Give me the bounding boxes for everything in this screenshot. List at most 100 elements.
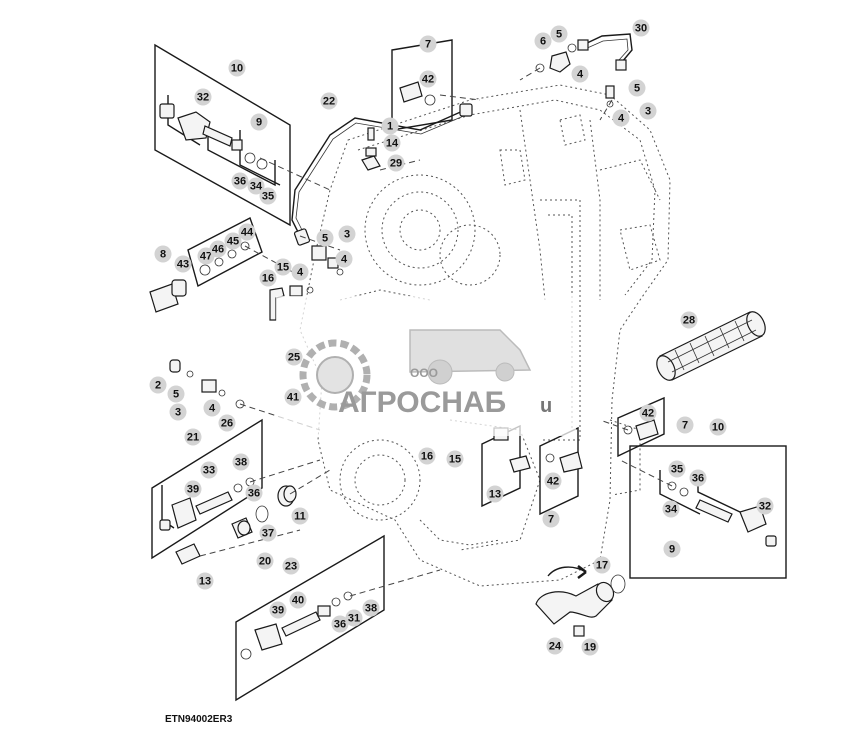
callout-3: 3 — [338, 225, 356, 243]
callout-label: 31 — [348, 613, 360, 625]
parts-11-37-20-13 — [175, 485, 297, 565]
callout-bubble — [232, 453, 250, 471]
callout-4: 4 — [612, 109, 630, 127]
callout-bubble — [709, 418, 727, 436]
callout-bubble — [285, 348, 303, 366]
callout-35: 35 — [259, 187, 277, 205]
callout-4: 4 — [571, 65, 589, 83]
callout-bubble — [345, 609, 363, 627]
callout-bubble — [331, 615, 349, 633]
callout-16: 16 — [259, 269, 277, 287]
callout-bubble — [680, 311, 698, 329]
callout-label: 36 — [234, 176, 246, 188]
callout-label: 11 — [294, 511, 306, 523]
callout-bubble — [284, 388, 302, 406]
watermark-company-prefix: ООО — [410, 366, 438, 380]
callout-9: 9 — [663, 540, 681, 558]
watermark-domain-suffix: u — [540, 395, 552, 417]
callout-39: 39 — [269, 601, 287, 619]
callout-bubble — [581, 638, 599, 656]
callout-10: 10 — [709, 418, 727, 436]
callout-bubble — [250, 113, 268, 131]
callout-bubble — [338, 225, 356, 243]
callout-label: 16 — [262, 273, 274, 285]
callout-label: 30 — [635, 23, 647, 35]
callout-bubble — [446, 450, 464, 468]
callout-label: 5 — [634, 83, 640, 95]
callout-label: 38 — [365, 603, 377, 615]
callout-bubble — [247, 177, 265, 195]
callout-19: 19 — [581, 638, 599, 656]
callout-25: 25 — [285, 348, 303, 366]
callout-bubble — [224, 232, 242, 250]
callout-5: 5 — [550, 25, 568, 43]
callout-10: 10 — [228, 59, 246, 77]
callout-bubble — [154, 245, 172, 263]
callout-label: 4 — [618, 113, 625, 125]
callout-label: 45 — [227, 236, 239, 248]
callout-bubble — [534, 32, 552, 50]
callout-label: 21 — [187, 432, 199, 444]
callout-bubble — [274, 258, 292, 276]
callout-3: 3 — [639, 102, 657, 120]
callout-36: 36 — [245, 484, 263, 502]
callout-bubble — [418, 447, 436, 465]
callout-bubble — [169, 403, 187, 421]
callout-label: 20 — [259, 556, 271, 568]
callout-13: 13 — [486, 485, 504, 503]
callout-label: 10 — [231, 63, 243, 75]
callout-6: 6 — [534, 32, 552, 50]
callout-37: 37 — [259, 524, 277, 542]
callout-bubble — [194, 88, 212, 106]
callout-label: 7 — [425, 39, 431, 51]
callout-bubble — [632, 19, 650, 37]
callout-42: 42 — [544, 472, 562, 490]
callout-label: 26 — [221, 418, 233, 430]
callout-bubble — [544, 472, 562, 490]
callout-bubble — [269, 601, 287, 619]
callout-label: 42 — [642, 408, 654, 420]
callout-34: 34 — [247, 177, 265, 195]
callout-bubble — [639, 102, 657, 120]
callout-5: 5 — [628, 79, 646, 97]
callout-label: 1 — [387, 121, 393, 133]
callout-label: 34 — [250, 181, 263, 193]
callout-bubble — [174, 255, 192, 273]
callout-bubble — [259, 187, 277, 205]
callout-32: 32 — [194, 88, 212, 106]
callout-31: 31 — [345, 609, 363, 627]
callout-label: 15 — [449, 454, 461, 466]
callout-bubble — [289, 591, 307, 609]
callout-bubble — [419, 70, 437, 88]
callout-bubble — [316, 229, 334, 247]
callout-bubble — [259, 524, 277, 542]
callout-bubble — [228, 59, 246, 77]
callout-29: 29 — [387, 154, 405, 172]
callout-36: 36 — [689, 469, 707, 487]
callout-36: 36 — [331, 615, 349, 633]
callout-label: 5 — [322, 233, 328, 245]
callout-35: 35 — [668, 460, 686, 478]
callout-label: 42 — [547, 476, 559, 488]
callout-label: 9 — [669, 544, 675, 556]
callout-label: 32 — [759, 501, 771, 513]
callout-4: 4 — [291, 263, 309, 281]
callout-bubble — [387, 154, 405, 172]
callout-bubble — [335, 250, 353, 268]
callout-bubble — [238, 223, 256, 241]
callout-label: 13 — [199, 576, 211, 588]
callout-label: 16 — [421, 451, 433, 463]
callout-label: 37 — [262, 528, 274, 540]
callout-bubble — [381, 117, 399, 135]
callout-label: 47 — [200, 251, 212, 263]
callout-bubble — [256, 552, 274, 570]
callout-14: 14 — [383, 134, 401, 152]
callout-label: 35 — [262, 191, 274, 203]
callout-label: 32 — [197, 92, 209, 104]
tube-30 — [535, 33, 633, 108]
callout-bubble — [486, 485, 504, 503]
callout-label: 5 — [556, 29, 562, 41]
callout-bubble — [291, 263, 309, 281]
